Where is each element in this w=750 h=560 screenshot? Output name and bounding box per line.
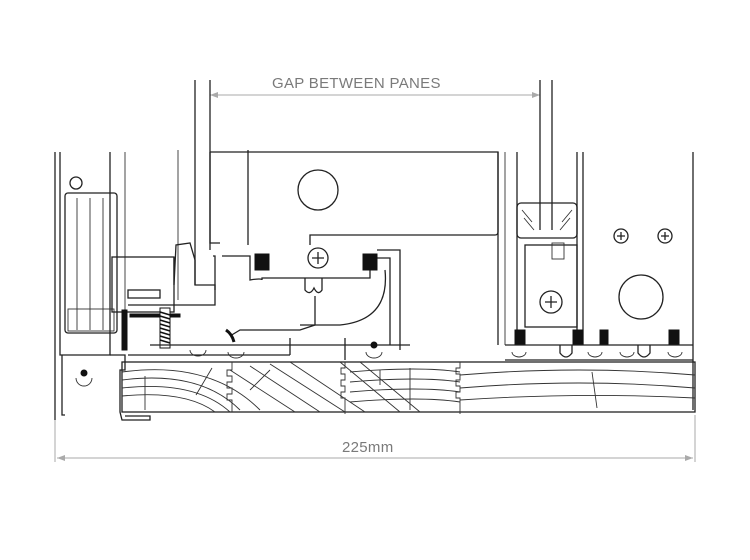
gap-between-panes-label: GAP BETWEEN PANES (270, 75, 443, 92)
right-sliding-profile (505, 202, 693, 361)
left-frame-profile (54, 152, 151, 421)
left-glass-pane (177, 80, 249, 300)
left-sash-profile (111, 242, 216, 351)
width-dimension-line (54, 415, 696, 462)
timber-sill (121, 361, 696, 414)
spring-coil (159, 307, 171, 349)
central-sill-profile (128, 151, 499, 360)
gap-dimension-line (210, 92, 540, 98)
width-dimension-label: 225mm (340, 439, 396, 456)
